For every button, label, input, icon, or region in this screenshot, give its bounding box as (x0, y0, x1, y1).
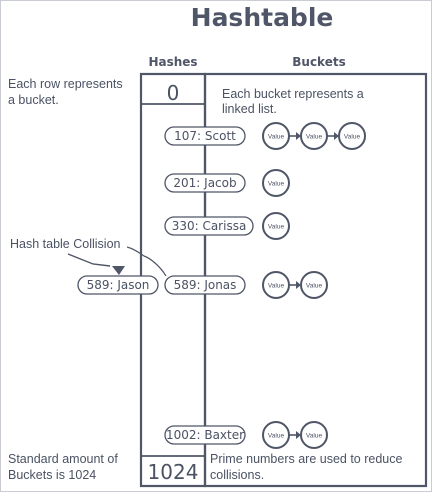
diagram-title: Hashtable (191, 3, 334, 32)
value-label: Value (306, 283, 323, 290)
value-node (338, 122, 366, 150)
prime-note-line1: Prime numbers are used to reduce (210, 452, 403, 466)
link-arrowhead (296, 132, 301, 140)
value-label: Value (268, 283, 285, 290)
bucket-entry: 201: Jacob Value (164, 169, 290, 197)
value-label: Value (268, 433, 285, 440)
key-pill (164, 126, 246, 146)
standard-note-line1: Standard amount of (8, 452, 118, 466)
prime-note-line2: collisions. (210, 468, 264, 482)
value-node (300, 271, 328, 299)
collision-arrowhead (112, 266, 125, 275)
key-label: 1002: Baxter (166, 428, 244, 442)
value-label: Value (306, 433, 323, 440)
standard-note-line2: Buckets is 1024 (8, 468, 96, 482)
key-label: 330: Carissa (172, 219, 247, 233)
value-node (300, 421, 328, 449)
key-label: 589: Jonas (174, 278, 237, 292)
collision-pointer-line (67, 253, 111, 267)
link-arrowhead (296, 431, 301, 439)
key-pill (164, 275, 246, 295)
rows-note-line2: a bucket. (8, 93, 59, 107)
value-label: Value (268, 224, 285, 231)
bucket-entry: 330: Carissa Value (164, 212, 290, 240)
value-node (262, 212, 290, 240)
value-node (262, 169, 290, 197)
value-label: Value (268, 181, 285, 188)
link-arrowhead (296, 281, 301, 289)
value-label: Value (344, 134, 361, 141)
key-pill (164, 173, 246, 193)
rows-note-line1: Each row represents (8, 77, 123, 91)
hash-index-last: 1024 (148, 460, 199, 484)
hashes-header: Hashes (148, 55, 197, 69)
hash-index-first: 0 (167, 81, 180, 105)
buckets-header: Buckets (292, 55, 345, 69)
key-label: 107: Scott (174, 129, 236, 143)
collision-note: Hash table Collision (10, 237, 121, 251)
buckets-note-line2: linked list. (222, 102, 277, 116)
collision-connector (126, 246, 167, 277)
collision-key-label: 589: Jason (87, 278, 150, 292)
buckets-note-line1: Each bucket represents a (222, 87, 364, 101)
bucket-entry: 107: Scott Value Value Value (164, 122, 366, 150)
value-label: Value (306, 134, 323, 141)
key-pill (164, 425, 246, 445)
link-arrowhead (334, 132, 339, 140)
bucket-entry: 1002: Baxter Value Value (164, 421, 328, 449)
key-label: 201: Jacob (173, 176, 236, 190)
value-label: Value (268, 134, 285, 141)
key-pill (164, 216, 254, 236)
collision-key-pill (77, 275, 159, 295)
bucket-entry: 589: Jonas Value Value (164, 271, 328, 299)
